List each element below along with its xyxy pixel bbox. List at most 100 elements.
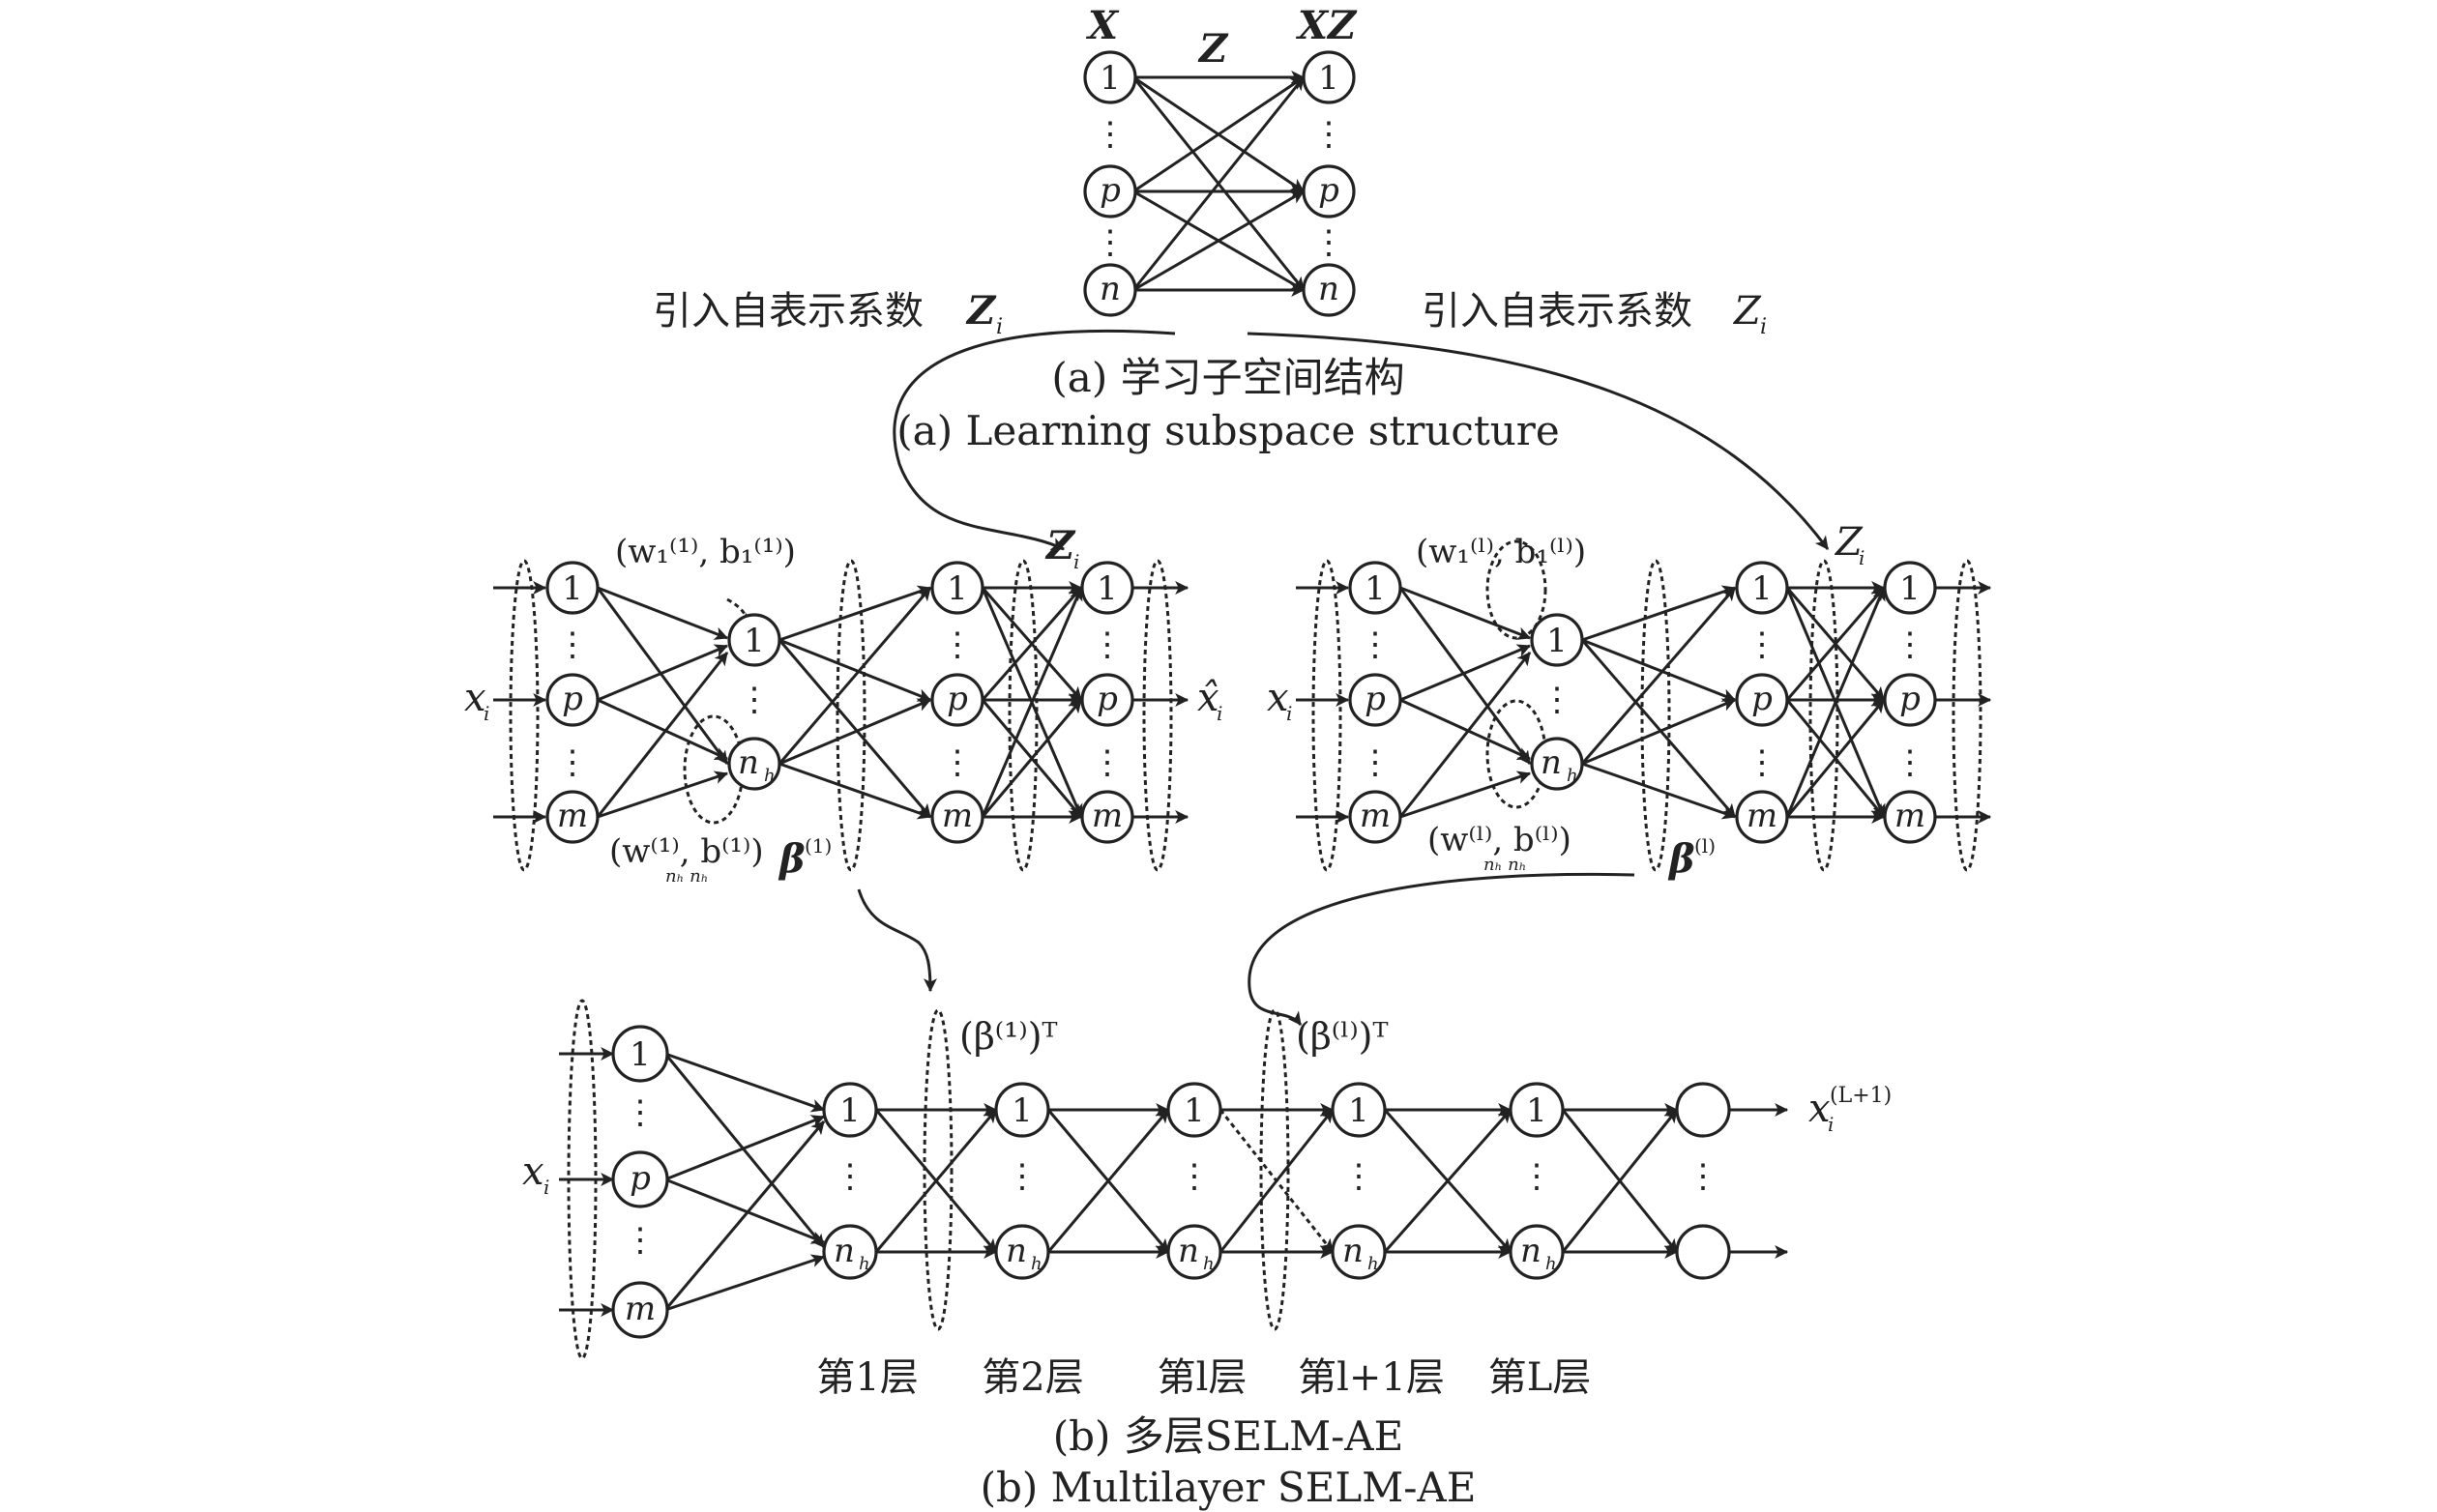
svg-text:⋮: ⋮ (1091, 743, 1124, 782)
left-hidden-n: n (738, 743, 759, 782)
b-output-layer: ⋮ (1675, 1082, 1731, 1280)
b-betal-label: (β⁽ˡ⁾)ᵀ (1296, 1015, 1389, 1058)
svg-text:⋮: ⋮ (1359, 743, 1392, 782)
left-bottom-weight-sub: nₕ nₕ (665, 866, 708, 887)
intro-left-symbol: Z (965, 288, 997, 334)
intro-right-sub: i (1760, 315, 1767, 339)
left-out-m: m (1092, 797, 1123, 835)
svg-text:⋮: ⋮ (624, 1093, 657, 1132)
b-ll-n: n (1178, 1232, 1199, 1270)
curve-to-left-z (893, 329, 1176, 551)
b-input-sub: i (543, 1176, 549, 1199)
svg-text:⋮: ⋮ (1359, 625, 1392, 664)
right-in-p: p (1365, 680, 1386, 718)
node-a-right-1-label: 1 (1318, 59, 1339, 98)
node-a-right-n-label: n (1318, 270, 1339, 308)
b-in-m: m (625, 1290, 656, 1328)
right-beta-sup: (l) (1694, 834, 1716, 858)
left-hidden-sub: h (764, 766, 776, 786)
node-a-right-n (1302, 263, 1356, 317)
left-mid-m: m (942, 797, 973, 835)
node-a-right-p-label: p (1318, 171, 1339, 210)
b-input-label: x (522, 1149, 544, 1194)
left-out-p: p (1097, 680, 1118, 718)
svg-text:⋮: ⋮ (1541, 681, 1573, 719)
b-layer-label-l1: 第l+1层 (1298, 1355, 1445, 1400)
b-ll-sub: h (1203, 1254, 1215, 1274)
right-beta: β (1667, 836, 1695, 882)
svg-text:⋮: ⋮ (1178, 1157, 1211, 1196)
left-hidden-1: 1 (744, 622, 765, 660)
right-hidden-1: 1 (1546, 622, 1568, 660)
node-a-left-1 (1083, 50, 1137, 104)
intro-right-symbol: Z (1732, 289, 1762, 334)
b-ll1-sub: h (1367, 1254, 1379, 1274)
svg-text:⋮: ⋮ (1006, 1157, 1039, 1196)
left-beta-sup: (1) (805, 834, 832, 858)
right-z-sub: i (1859, 546, 1864, 569)
panel-a-right-nodes: 1 ⋮ p ⋮ n (1302, 50, 1356, 317)
svg-text:⋮: ⋮ (556, 625, 589, 664)
right-in-m: m (1360, 797, 1391, 835)
intro-left-text: 引入自表示系数 (653, 289, 924, 334)
panel-a-label-z: Z (1197, 26, 1229, 72)
left-output-sub: i (1217, 702, 1222, 725)
right-mid-1: 1 (1751, 569, 1773, 608)
dots-a-1: ⋮ (1094, 115, 1127, 154)
intro-left-sub: i (996, 315, 1003, 339)
right-input-label: x (1267, 676, 1289, 720)
right-hidden-sub: h (1567, 766, 1578, 786)
svg-text:⋮: ⋮ (1342, 1157, 1375, 1196)
svg-text:⋮: ⋮ (1091, 625, 1124, 664)
right-out-p: p (1899, 680, 1921, 718)
panel-a: X Z XZ 1 ⋮ p ⋮ n 1 ⋮ (653, 3, 1830, 551)
svg-text:⋮: ⋮ (941, 625, 974, 664)
left-input-label: x (464, 676, 486, 720)
node-a-left-1-label: 1 (1100, 59, 1121, 98)
b-lL-sub: h (1545, 1254, 1557, 1274)
b-output-sup: (L+1) (1830, 1084, 1892, 1108)
svg-text:⋮: ⋮ (1746, 625, 1778, 664)
left-out-1: 1 (1097, 569, 1118, 608)
svg-text:⋮: ⋮ (1520, 1157, 1553, 1196)
left-in-p: p (562, 680, 583, 718)
right-bottom-weight: (w⁽ˡ⁾, b⁽ˡ⁾) (1427, 821, 1571, 859)
caption-a-en: (a) Learning subspace structure (896, 407, 1559, 454)
node-a-right-1 (1302, 50, 1356, 104)
right-out-m: m (1894, 797, 1925, 835)
panel-a-label-xz: XZ (1295, 3, 1358, 48)
node-a-left-p-label: p (1100, 171, 1121, 210)
svg-text:⋮: ⋮ (738, 681, 771, 719)
caption-b-en: (b) Multilayer SELM-AE (981, 1464, 1477, 1511)
right-out-1: 1 (1899, 569, 1921, 608)
right-mid-m: m (1747, 797, 1777, 835)
dots-a-3: ⋮ (1312, 115, 1345, 154)
b-in-p: p (630, 1159, 651, 1198)
b-output-sub: i (1828, 1113, 1834, 1136)
svg-text:⋮: ⋮ (1687, 1157, 1719, 1196)
caption-b-cn: (b) 多层SELM-AE (1053, 1412, 1404, 1460)
svg-text:⋮: ⋮ (1894, 625, 1926, 664)
panel-a-left-nodes: 1 ⋮ p ⋮ n (1083, 50, 1137, 317)
svg-text:⋮: ⋮ (1894, 743, 1926, 782)
left-z-label: Z (1044, 523, 1076, 568)
b-l2-n: n (1006, 1232, 1027, 1270)
node-a-left-n (1083, 263, 1137, 317)
node-a-left-p (1083, 164, 1137, 218)
curve-betal-down (1248, 872, 1635, 1027)
right-hidden-n: n (1541, 743, 1562, 782)
left-mid-p: p (947, 680, 968, 718)
caption-a-cn: (a) 学习子空间结构 (1051, 354, 1404, 401)
node-a-right-p (1302, 164, 1356, 218)
b-ll-1: 1 (1184, 1091, 1205, 1130)
svg-text:⋮: ⋮ (556, 743, 589, 782)
b-l1-n: n (834, 1232, 855, 1270)
b-output-label: x (1808, 1087, 1831, 1131)
right-z-label: Z (1834, 520, 1864, 565)
left-bottom-weight: (w⁽¹⁾, b⁽¹⁾) (609, 832, 764, 871)
dots-a-2: ⋮ (1094, 223, 1127, 262)
